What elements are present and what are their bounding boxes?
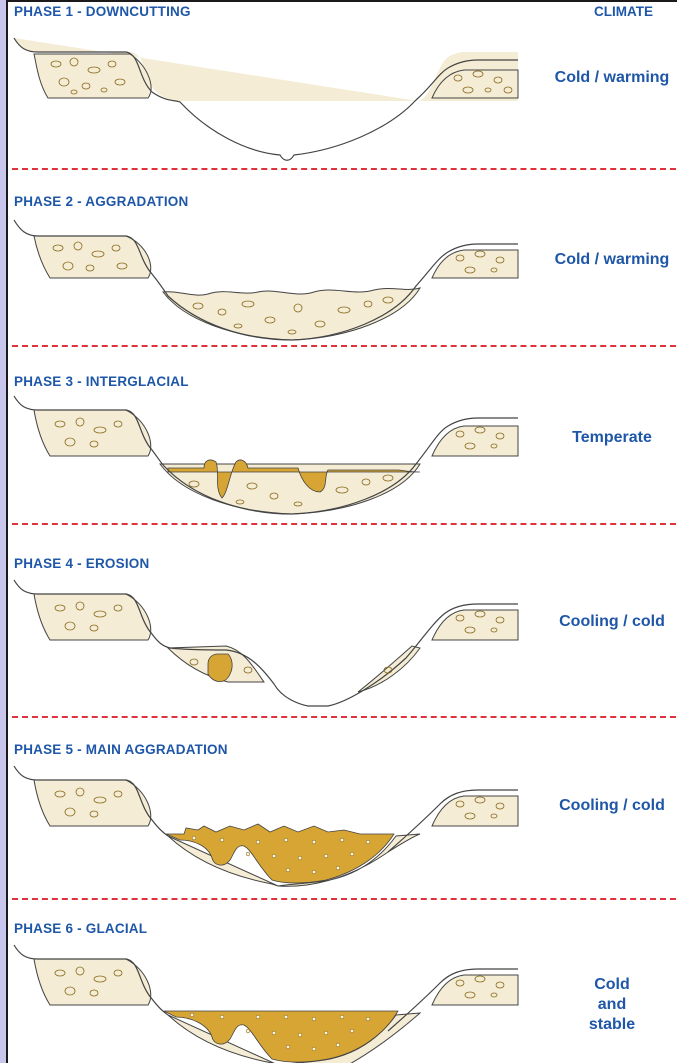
phase-3-valley-section bbox=[8, 372, 677, 522]
phase-2-panel: PHASE 2 - AGGRADATION Cold / warming bbox=[8, 192, 677, 342]
phase-1-panel: PHASE 1 - DOWNCUTTING Cold / warming bbox=[8, 2, 677, 164]
phase-5-panel: PHASE 5 - MAIN AGGRADATION Cooling / col… bbox=[8, 740, 677, 890]
phase-divider-1 bbox=[12, 168, 676, 170]
phase-2-valley-section bbox=[8, 192, 677, 342]
phase-4-valley-section bbox=[8, 554, 677, 714]
phase-6-valley-section bbox=[8, 919, 677, 1063]
diagram-frame: CLIMATE PHASE 1 - DOWNCUTTING Cold / war… bbox=[6, 0, 677, 1063]
phase-divider-4 bbox=[12, 716, 676, 718]
phase-2-left-gravel bbox=[34, 236, 151, 278]
phase-6-left-gravel bbox=[34, 959, 151, 1005]
phase-3-panel: PHASE 3 - INTERGLACIAL Temperate bbox=[8, 372, 677, 522]
phase-6-panel: PHASE 6 - GLACIAL Cold and stable bbox=[8, 919, 677, 1063]
phase-divider-2 bbox=[12, 345, 676, 347]
phase-4-panel: PHASE 4 - EROSION Cooling / cold bbox=[8, 554, 677, 714]
phase-3-left-gravel bbox=[34, 410, 151, 456]
phase-5-valley-section bbox=[8, 740, 677, 890]
phase-2-valley-gravel-fill bbox=[163, 288, 420, 340]
phase-4-left-gravel bbox=[34, 594, 151, 640]
phase-1-left-gravel bbox=[34, 54, 151, 98]
phase-divider-5 bbox=[12, 898, 676, 900]
phase-divider-3 bbox=[12, 523, 676, 525]
phase-5-left-gravel bbox=[34, 780, 151, 826]
phase-4-remnant-deposit bbox=[208, 654, 232, 682]
phase-1-valley-section bbox=[8, 2, 677, 164]
